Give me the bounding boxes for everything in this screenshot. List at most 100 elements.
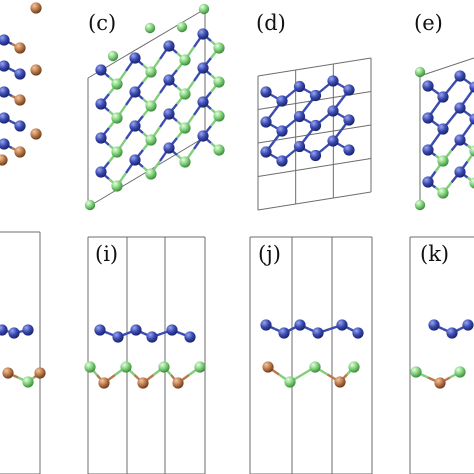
blue-atom	[312, 327, 324, 339]
blue-atom	[422, 80, 434, 92]
blue-atom	[0, 34, 10, 46]
blue-atom	[454, 134, 466, 146]
blue-atom	[276, 155, 288, 167]
unit-cell-edge	[257, 191, 372, 211]
blue-atom	[327, 105, 339, 117]
blue-atom	[129, 120, 141, 132]
blue-atom	[184, 331, 196, 343]
green-atom	[348, 361, 360, 373]
green-atom	[176, 21, 188, 33]
unit-cell-edge	[257, 158, 372, 177]
blue-atom	[293, 110, 306, 123]
blue-atom	[469, 81, 474, 93]
blue-atom	[309, 89, 322, 102]
blue-atom	[327, 135, 339, 147]
blue-atom	[278, 327, 290, 339]
blue-atom	[352, 327, 364, 339]
green-atom	[111, 180, 123, 192]
blue-atom	[422, 176, 434, 188]
blue-atom	[276, 95, 288, 107]
blue-atom	[22, 324, 34, 336]
blue-atom	[309, 149, 322, 162]
blue-atom	[197, 28, 209, 40]
brown-atom	[98, 377, 110, 389]
bonds	[1, 33, 474, 385]
brown-atom	[137, 377, 149, 389]
green-atom	[22, 376, 34, 388]
green-atom	[111, 146, 123, 158]
blue-atom	[454, 166, 466, 178]
green-atom	[179, 88, 191, 100]
unit-cell-edge	[87, 8, 206, 79]
green-atom	[213, 110, 225, 122]
green-atom	[179, 156, 191, 168]
green-atom	[145, 168, 157, 180]
atoms	[0, 2, 474, 389]
blue-atom	[293, 140, 306, 153]
brown-atom	[30, 128, 42, 140]
blue-atom	[197, 96, 209, 108]
brown-atom	[14, 146, 26, 158]
unit-cells	[0, 8, 474, 474]
green-atom	[111, 78, 123, 90]
blue-atom	[197, 62, 209, 74]
blue-atom	[14, 120, 26, 132]
brown-atom	[262, 361, 274, 373]
green-atom	[213, 76, 225, 88]
unit-cell-edge	[257, 57, 372, 77]
blue-atom	[276, 125, 288, 137]
green-atom	[454, 366, 466, 378]
blue-atom	[454, 70, 466, 82]
brown-atom	[14, 94, 26, 106]
green-atom	[120, 361, 132, 373]
green-atom	[198, 3, 210, 15]
blue-atom	[0, 324, 8, 336]
green-atom	[213, 144, 225, 156]
green-atom	[284, 376, 296, 388]
blue-atom	[428, 319, 440, 331]
blue-atom	[94, 324, 106, 336]
green-atom	[179, 122, 191, 134]
blue-atom	[294, 319, 306, 331]
blue-atom	[260, 319, 272, 331]
blue-atom	[422, 112, 434, 124]
green-atom	[213, 42, 225, 54]
green-atom	[469, 145, 474, 157]
blue-atom	[8, 327, 20, 339]
green-atom	[309, 361, 321, 373]
green-atom	[437, 155, 449, 167]
green-atom	[410, 366, 422, 378]
blue-atom	[163, 74, 175, 86]
blue-atom	[336, 319, 348, 331]
blue-atom	[95, 98, 107, 110]
blue-atom	[95, 166, 107, 178]
blue-atom	[462, 319, 474, 331]
blue-atom	[260, 86, 272, 98]
green-atom	[437, 187, 449, 199]
blue-atom	[437, 91, 449, 103]
panel-label-e: (e)	[414, 11, 443, 35]
green-atom	[145, 134, 157, 146]
blue-atom	[446, 327, 458, 339]
green-atom	[179, 54, 191, 66]
green-atom	[145, 66, 157, 78]
brown-atom	[434, 377, 446, 389]
blue-atom	[469, 113, 474, 125]
blue-atom	[343, 84, 355, 96]
blue-atom	[163, 40, 175, 52]
blue-atom	[14, 68, 26, 80]
blue-atom	[343, 144, 355, 156]
green-atom	[145, 100, 157, 112]
green-atom	[111, 112, 123, 124]
panel-label-d: (d)	[256, 11, 286, 35]
blue-atom	[146, 331, 158, 343]
blue-atom	[327, 75, 339, 87]
brown-atom	[14, 42, 26, 54]
blue-atom	[437, 123, 449, 135]
blue-atom	[309, 119, 322, 132]
green-atom	[414, 66, 426, 78]
unit-cell-edge	[419, 57, 474, 77]
green-atom	[194, 361, 206, 373]
blue-atom	[0, 86, 10, 98]
blue-atom	[0, 112, 10, 124]
